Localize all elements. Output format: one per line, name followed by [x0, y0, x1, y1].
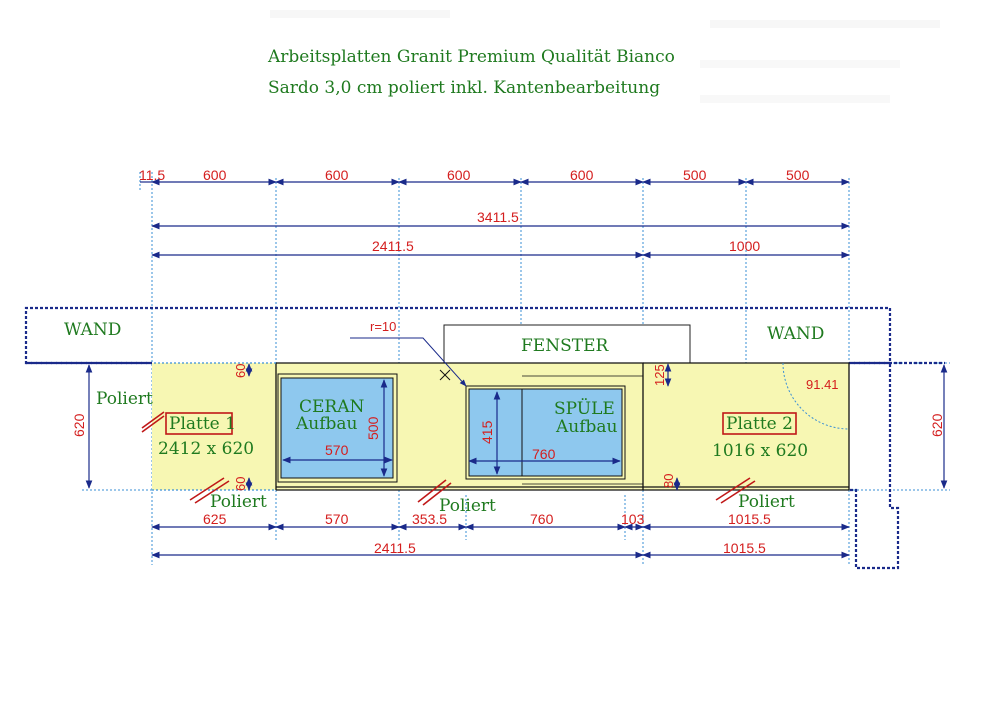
- dim-bottom-total-right: 1015.5: [723, 540, 766, 556]
- window-fenster: [443, 324, 691, 363]
- dim-bottom-total-left: 2411.5: [374, 540, 416, 556]
- dim-top-4: 600: [570, 167, 594, 183]
- radius-cross: [439, 369, 451, 381]
- plate-1-name: Platte 1: [169, 414, 236, 434]
- dim-top-3: 600: [447, 167, 471, 183]
- plate-2-label-box: [722, 412, 797, 435]
- poliert-left-label: Poliert: [96, 389, 153, 409]
- dim-bottom-3: 760: [530, 511, 554, 527]
- title-line-1: Arbeitsplatten Granit Premium Qualität B…: [267, 47, 675, 67]
- dim-bottom-0: 625: [203, 511, 227, 527]
- plate-1-label-box: [165, 412, 233, 435]
- plate-1-size: 2412 x 620: [158, 439, 254, 459]
- dim-top-1: 600: [203, 167, 227, 183]
- dim-top-2: 600: [325, 167, 349, 183]
- dimension-lines-bottom: [151, 523, 850, 559]
- ceran-label-2: Aufbau: [295, 414, 358, 434]
- sink-label-1: SPÜLE: [554, 398, 615, 419]
- poliert-bottom-2-mark: [417, 479, 452, 506]
- dim-total: 3411.5: [477, 209, 519, 225]
- sink-outer-edge: [522, 375, 644, 485]
- dim-bottom-1: 570: [325, 511, 349, 527]
- wall-outline: [24, 306, 945, 570]
- poliert-left-mark: [141, 411, 165, 433]
- sink-frame: [465, 385, 626, 480]
- offset-bottom-right-dim: 80: [661, 474, 676, 488]
- height-right-dim: 620: [929, 413, 945, 437]
- dim-bottom-5: 1015.5: [728, 511, 771, 527]
- dim-bottom-2: 353.5: [412, 511, 447, 527]
- dim-top-5: 500: [683, 167, 707, 183]
- corner-radius-label: 91.41: [806, 377, 839, 392]
- fenster-label: FENSTER: [521, 336, 609, 356]
- faint-residue: [270, 10, 940, 103]
- dimension-lines-top: [140, 178, 850, 259]
- poliert-bottom-1-mark: [189, 477, 230, 504]
- sink-depth-dim: 415: [479, 420, 495, 444]
- sink-width-dim: 760: [532, 446, 556, 462]
- poliert-bottom-1-label: Poliert: [210, 492, 267, 512]
- dim-top-6: 500: [786, 167, 810, 183]
- offset-top-left-dim: 60: [233, 364, 248, 378]
- plate-2-name: Platte 2: [726, 414, 793, 434]
- poliert-bottom-3-label: Poliert: [738, 492, 795, 512]
- dim-top-0: 11.5: [139, 167, 165, 183]
- radius-leader: [350, 337, 467, 387]
- wand-left-label: WAND: [64, 320, 121, 340]
- dim-split-right: 1000: [729, 238, 760, 254]
- plate-2-size: 1016 x 620: [712, 441, 808, 461]
- wand-right-label: WAND: [767, 324, 824, 344]
- height-left-dim: 620: [71, 413, 87, 437]
- poliert-bottom-3-mark: [715, 477, 756, 504]
- ceran-depth-dim: 500: [365, 416, 381, 440]
- dim-bottom-4: 103: [621, 511, 645, 527]
- sink-label-2: Aufbau: [555, 417, 618, 437]
- ceran-label-1: CERAN: [299, 397, 364, 417]
- radius-label: r=10: [370, 319, 396, 334]
- dim-split-left: 2411.5: [372, 238, 414, 254]
- ceran-width-dim: 570: [325, 442, 349, 458]
- title-line-2: Sardo 3,0 cm poliert inkl. Kantenbearbei…: [268, 78, 660, 98]
- poliert-bottom-2-label: Poliert: [439, 496, 496, 516]
- corner-radius-arc: [782, 362, 850, 430]
- ceran-frame: [277, 373, 398, 483]
- offset-bottom-left-dim: 60: [233, 477, 248, 491]
- plate-2-surface: [643, 363, 849, 490]
- offset-top-right-dim: 125: [652, 364, 667, 386]
